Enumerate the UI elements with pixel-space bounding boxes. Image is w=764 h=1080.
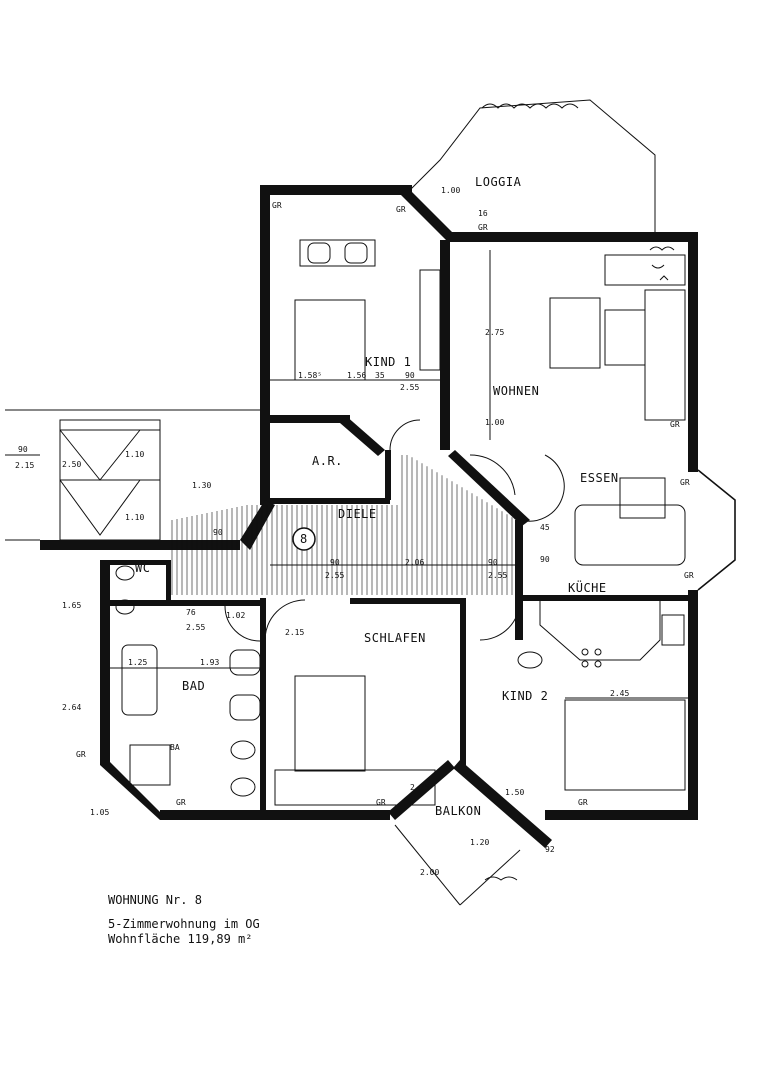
caption-title: WOHNUNG Nr. 8 [108,893,202,907]
gr-marks: GR GR GR GR GR GR GR GR GR GR BA [76,201,694,807]
gr-mark: GR [376,798,386,807]
gr-mark: GR [680,478,690,487]
unit-badge: 8 [292,527,316,551]
dim-text: 2.45 [610,689,629,698]
dim-text: 90 [540,555,550,564]
gr-mark: GR [272,201,282,210]
caption-line2: Wohnfläche 119,89 m² [108,932,253,946]
hallway-hatch [171,455,513,595]
dim-text: 76 [186,608,196,617]
dim-text: 2.15 [15,461,34,470]
ba-mark: BA [170,743,180,752]
dim-text: 2.55 [400,383,419,392]
label-diele: DIELE [338,507,377,521]
label-wc: WC [135,561,150,575]
dim-text: 1.56 [347,371,366,380]
gr-mark: GR [670,420,680,429]
label-kind2: KIND 2 [502,689,548,703]
dim-text: 35 [375,371,385,380]
dim-text: 1.10 [125,450,144,459]
dim-text: 1.58⁵ [298,371,322,380]
unit-badge-number: 8 [300,532,308,546]
gr-mark: GR [176,798,186,807]
dim-text: 1.05 [90,808,109,817]
loggia-outline [409,99,656,235]
gr-mark: GR [396,205,406,214]
plant-icon [484,246,675,881]
dim-text: 2.15 [285,628,304,637]
dim-text: 1.25 [128,658,147,667]
dim-text: 16 [478,209,488,218]
gr-mark: GR [478,223,488,232]
dim-text: 1.50 [505,788,524,797]
interior-walls [110,240,690,810]
dim-text: 1.00 [485,418,504,427]
label-bad: BAD [182,679,205,693]
dim-text: 1.02 [226,611,245,620]
dim-text: 2.55 [186,623,205,632]
dim-text: 90 [330,558,340,567]
dim-text: 90 [213,528,223,537]
dimension-texts: 1.58⁵ 1.56 35 90 2.55 2.75 1.00 1.00 16 … [15,186,629,877]
dim-text: 1.65 [62,601,81,610]
furniture [115,239,686,806]
label-schlafen: SCHLAFEN [364,631,426,645]
dim-text: 1.10 [125,513,144,522]
label-wohnen: WOHNEN [493,384,539,398]
staircase [5,409,260,541]
dim-text: 45 [540,523,550,532]
dim-text: 2.00 [420,868,439,877]
dim-text: 90 [405,371,415,380]
dim-text: 2.25 [410,783,429,792]
label-loggia: LOGGIA [475,175,522,189]
dimension-lines [5,250,688,906]
dim-text: 1.30 [192,481,211,490]
dim-text: 90 [488,558,498,567]
dim-text: 1.20 [470,838,489,847]
dim-text: 2.64 [62,703,81,712]
label-kind1: KIND 1 [365,355,411,369]
dim-text: 2.50 [62,460,81,469]
dim-text: 90 [18,445,28,454]
caption-line1: 5-Zimmerwohnung im OG [108,917,260,931]
label-ar: A.R. [312,454,343,468]
gr-mark: GR [684,571,694,580]
dim-text: 92 [545,845,555,854]
label-balkon: BALKON [435,804,481,818]
dim-text: 2.55 [325,571,344,580]
dim-text: 2.55 [488,571,507,580]
gr-mark: GR [578,798,588,807]
dim-text: 2.75 [485,328,504,337]
room-labels: LOGGIA KIND 1 WOHNEN A.R. DIELE ESSEN KÜ… [135,175,619,818]
dim-text: 1.00 [441,186,460,195]
dim-text: 2.06 [405,558,424,567]
exterior-walls [40,185,736,848]
gr-mark: GR [76,750,86,759]
label-essen: ESSEN [580,471,619,485]
dim-text: 1.93 [200,658,219,667]
label-kueche: KÜCHE [568,579,607,595]
